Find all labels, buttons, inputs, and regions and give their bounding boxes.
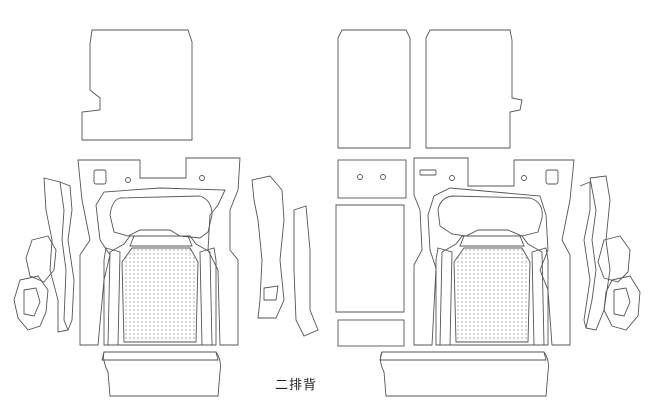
left-inner-strip-r <box>199 247 217 346</box>
left-frame-clip <box>93 169 107 185</box>
left-right-side-strip-inner <box>263 285 279 301</box>
right-upper-bolster <box>437 195 543 237</box>
right-seat-band <box>459 235 525 247</box>
right-cushion-frame <box>413 157 575 346</box>
left-upper-bolster <box>109 195 213 239</box>
left-frame-hole-b <box>199 175 205 181</box>
center-long-panel <box>335 204 405 313</box>
left-inner-strip-l <box>103 247 121 346</box>
right-headrest-piece-a <box>597 235 631 283</box>
left-right-side-strip <box>251 175 285 319</box>
center-pattern-set <box>335 29 523 347</box>
right-frame-hole-b <box>521 175 527 181</box>
center-upper-panel <box>337 29 411 149</box>
right-front-cushion <box>379 351 549 397</box>
right-headrest-piece-c <box>613 287 631 317</box>
left-side-bolster <box>43 177 69 333</box>
right-frame-hole-a <box>449 175 455 181</box>
left-curved-strip <box>293 205 319 337</box>
left-side-bolster-inner <box>59 181 75 331</box>
left-front-cushion <box>103 351 221 397</box>
center-hole-b <box>380 174 386 180</box>
right-center-dotted-panel <box>453 247 531 343</box>
left-seat-band <box>129 235 193 247</box>
left-front-cushion-band <box>101 351 219 361</box>
left-cushion-frame <box>77 157 241 346</box>
right-side-bolster-inner <box>579 181 591 329</box>
right-inner-strip-r <box>531 247 549 346</box>
center-upper-panel-right <box>425 29 523 149</box>
left-frame-hole-a <box>125 177 131 183</box>
right-headrest-piece-b <box>603 275 641 331</box>
right-seat-pattern-set <box>379 157 641 397</box>
left-seat-pattern-set <box>13 29 319 397</box>
left-top-back-panel <box>81 29 193 141</box>
right-side-bolster <box>585 175 611 331</box>
right-frame-clip <box>545 169 559 185</box>
center-bottom-block <box>337 319 405 347</box>
right-front-cushion-band <box>379 351 547 361</box>
left-headrest-piece-c <box>23 287 41 317</box>
left-headrest-piece-a <box>25 235 57 283</box>
left-center-dotted-panel <box>121 247 199 343</box>
center-mid-block <box>337 159 407 199</box>
left-headrest-piece-b <box>13 275 49 331</box>
center-hole-a <box>357 174 363 180</box>
right-frame-slot <box>419 169 437 176</box>
diagram-caption: 二排背 <box>275 378 318 393</box>
right-inner-strip-l <box>435 247 453 346</box>
